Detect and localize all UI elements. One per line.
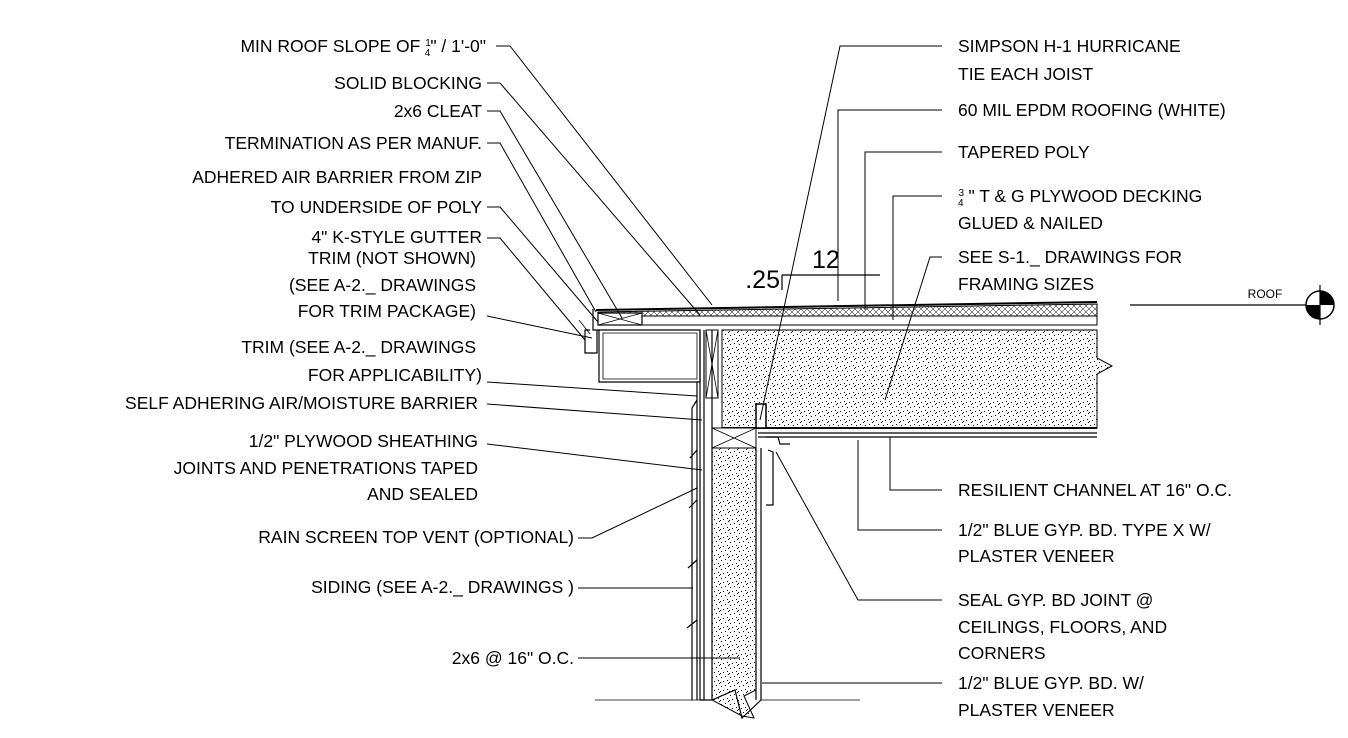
fraction-numerator: 3 bbox=[958, 188, 964, 199]
callout-tapered-poly: TAPERED POLY bbox=[958, 142, 1090, 162]
callout-gyp-wall-2: PLASTER VENEER bbox=[958, 700, 1115, 720]
callout-seal-joint-2: CEILINGS, FLOORS, AND bbox=[958, 617, 1167, 637]
callout-2x6-studs: 2x6 @ 16" O.C. bbox=[452, 648, 574, 668]
slope-rise: .25 bbox=[745, 266, 780, 294]
fraction-denominator: 4 bbox=[958, 198, 964, 209]
callout-epdm-roofing: 60 MIL EPDM ROOFING (WHITE) bbox=[958, 100, 1226, 120]
callout-framing-sizes-2: FRAMING SIZES bbox=[958, 274, 1094, 294]
roof-level-marker: ROOF bbox=[1130, 285, 1335, 325]
roof-assembly bbox=[578, 301, 1114, 506]
right-callouts: SIMPSON H-1 HURRICANE TIE EACH JOIST 60 … bbox=[958, 36, 1232, 720]
callout-hurricane-tie-1: SIMPSON H-1 HURRICANE bbox=[958, 36, 1181, 56]
callout-resilient-channel: RESILIENT CHANNEL AT 16" O.C. bbox=[958, 480, 1232, 500]
callout-seal-joint-3: CORNERS bbox=[958, 643, 1046, 663]
callout-gutter-4: FOR TRIM PACKAGE) bbox=[298, 301, 476, 321]
wall-stud-insulation bbox=[711, 447, 757, 719]
callout-gyp-wall-1: 1/2" BLUE GYP. BD. W/ bbox=[958, 673, 1144, 693]
callout-trim-2: FOR APPLICABILITY) bbox=[308, 365, 482, 385]
leader-lines-left bbox=[486, 45, 740, 659]
fraction-numerator: 1 bbox=[425, 38, 431, 49]
callout-gutter-2: TRIM (NOT SHOWN) bbox=[308, 248, 476, 268]
callout-plywood-decking-2: GLUED & NAILED bbox=[958, 213, 1103, 233]
callout-hurricane-tie-2: TIE EACH JOIST bbox=[958, 64, 1093, 84]
callout-2x6-cleat: 2x6 CLEAT bbox=[394, 101, 482, 121]
callout-trim-1: TRIM (SEE A-2._ DRAWINGS bbox=[241, 337, 476, 358]
leader-lines-right bbox=[759, 45, 942, 684]
callout-gutter-3: (SEE A-2._ DRAWINGS bbox=[289, 275, 476, 296]
callout-gyp-type-x-1: 1/2" BLUE GYP. BD. TYPE X W/ bbox=[958, 520, 1211, 540]
callout-adhered-air-barrier-2: TO UNDERSIDE OF POLY bbox=[271, 197, 483, 217]
callout-solid-blocking: SOLID BLOCKING bbox=[334, 73, 482, 93]
wall-assembly bbox=[595, 330, 860, 720]
plywood-decking bbox=[597, 315, 1098, 326]
callout-framing-sizes-1: SEE S-1._ DRAWINGS FOR bbox=[958, 247, 1182, 268]
callout-adhered-air-barrier-1: ADHERED AIR BARRIER FROM ZIP bbox=[192, 167, 482, 187]
break-line bbox=[700, 689, 762, 720]
callout-gutter-1: 4" K-STYLE GUTTER bbox=[311, 227, 482, 247]
roof-level-label: ROOF bbox=[1248, 287, 1283, 301]
slope-run: 12 bbox=[812, 246, 840, 274]
callout-seal-joint-1: SEAL GYP. BD JOINT @ bbox=[958, 590, 1153, 610]
epdm-membrane bbox=[595, 301, 1098, 311]
fascia-trim-box bbox=[598, 329, 701, 383]
callout-plywood-sheathing-2: JOINTS AND PENETRATIONS TAPED bbox=[174, 458, 478, 478]
callout-rain-screen-vent: RAIN SCREEN TOP VENT (OPTIONAL) bbox=[258, 527, 574, 547]
fraction-denominator: 4 bbox=[425, 48, 431, 59]
callout-plywood-sheathing-3: AND SEALED bbox=[367, 484, 478, 504]
roof-joist-insulation bbox=[721, 329, 1114, 429]
callout-siding: SIDING (SEE A-2._ DRAWINGS ) bbox=[311, 577, 574, 598]
callout-self-adhering-barrier: SELF ADHERING AIR/MOISTURE BARRIER bbox=[125, 393, 478, 413]
gutter-profile bbox=[584, 329, 598, 354]
siding-boards bbox=[686, 399, 698, 700]
slope-indicator: .25 12 bbox=[745, 246, 880, 294]
callout-termination: TERMINATION AS PER MANUF. bbox=[225, 133, 482, 153]
callout-gyp-type-x-2: PLASTER VENEER bbox=[958, 546, 1115, 566]
callout-plywood-sheathing-1: 1/2" PLYWOOD SHEATHING bbox=[249, 431, 478, 451]
